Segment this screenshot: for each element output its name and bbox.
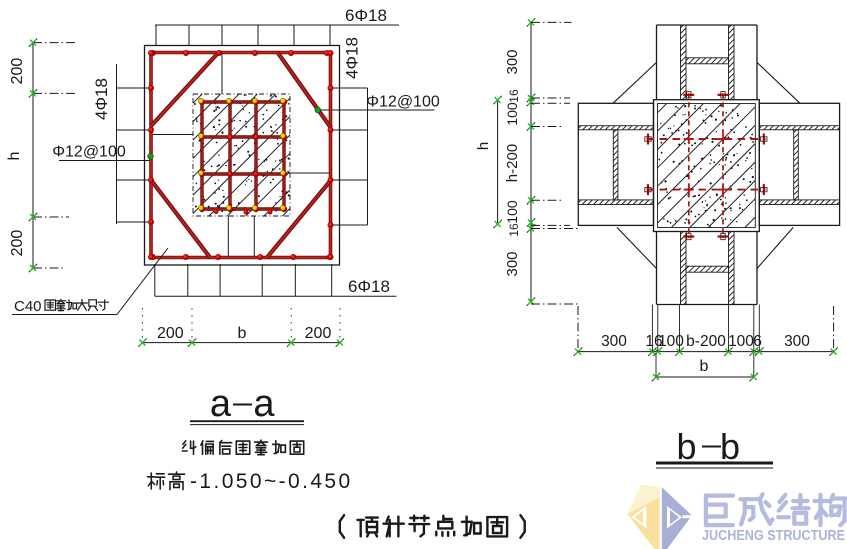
svg-text:100: 100 — [658, 333, 684, 350]
svg-text:16: 16 — [507, 89, 521, 103]
svg-text:300: 300 — [601, 333, 627, 350]
svg-text:16: 16 — [645, 333, 662, 350]
svg-text:200: 200 — [9, 58, 26, 85]
svg-text:300: 300 — [504, 49, 521, 74]
svg-text:100: 100 — [504, 200, 520, 224]
svg-text:6: 6 — [753, 333, 762, 350]
svg-text:-1.050~-0.450: -1.050~-0.450 — [190, 470, 353, 493]
svg-text:b: b — [238, 325, 247, 342]
svg-text:Φ12@100: Φ12@100 — [52, 144, 126, 161]
svg-text:100: 100 — [728, 333, 754, 350]
svg-text:h-200: h-200 — [504, 144, 521, 182]
svg-text:a: a — [210, 383, 232, 425]
svg-text:200: 200 — [157, 325, 184, 342]
svg-text:JUCHENG STRUCTURE: JUCHENG STRUCTURE — [702, 527, 845, 544]
svg-text:6Φ18: 6Φ18 — [345, 6, 387, 25]
svg-text:4Φ18: 4Φ18 — [343, 37, 362, 79]
svg-text:300: 300 — [504, 251, 521, 276]
svg-text:b: b — [720, 426, 740, 467]
svg-text:16: 16 — [507, 223, 521, 237]
svg-text:300: 300 — [784, 333, 810, 350]
svg-text:b: b — [676, 426, 696, 467]
svg-text:200: 200 — [305, 325, 332, 342]
svg-text:C40: C40 — [14, 298, 42, 315]
svg-text:6Φ18: 6Φ18 — [348, 277, 390, 296]
svg-text:b: b — [700, 358, 709, 375]
svg-text:a: a — [253, 383, 275, 425]
svg-text:100: 100 — [504, 102, 520, 126]
svg-text:h: h — [475, 142, 492, 150]
svg-text:Φ12@100: Φ12@100 — [366, 94, 440, 111]
svg-text:4Φ18: 4Φ18 — [92, 78, 111, 120]
svg-text:200: 200 — [9, 230, 26, 257]
svg-text:h: h — [6, 152, 23, 161]
svg-text:b-200: b-200 — [686, 333, 726, 350]
